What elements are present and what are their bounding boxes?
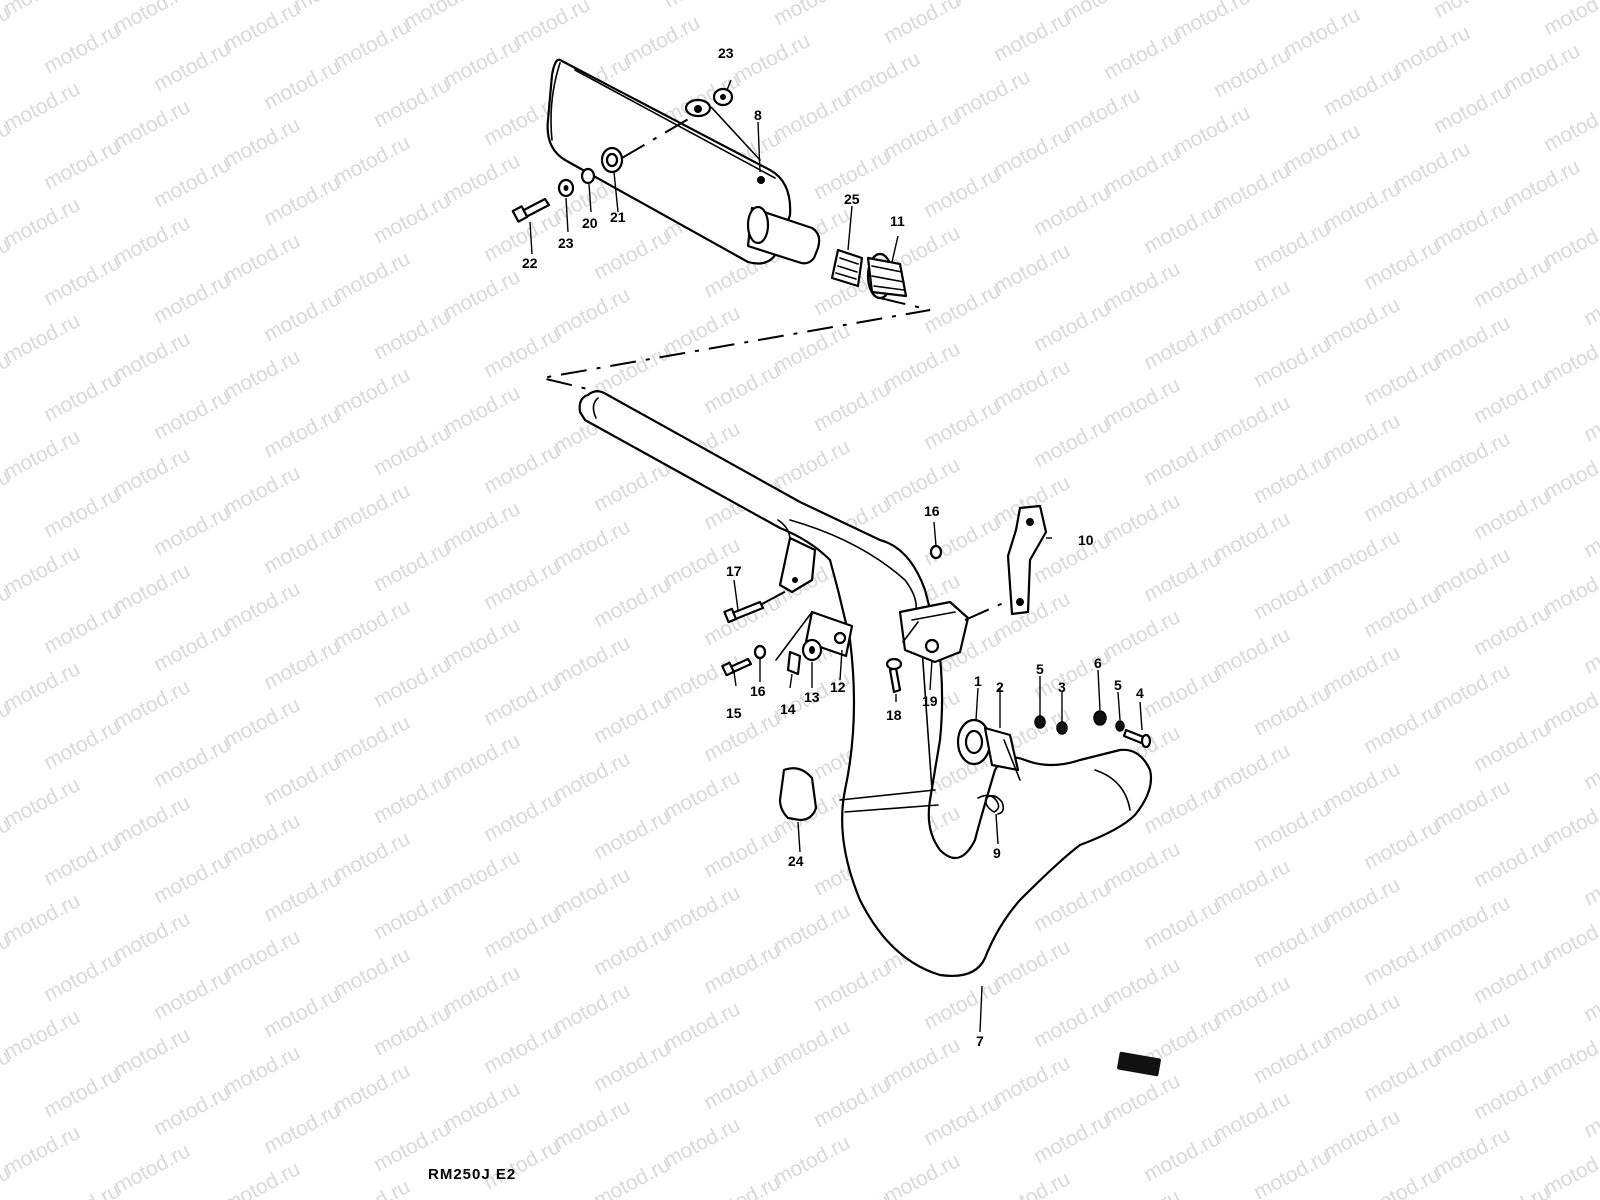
bolt-4 (1122, 728, 1152, 749)
callout-23a: 23 (718, 45, 734, 61)
callout-24: 24 (788, 853, 804, 869)
callout-17: 17 (726, 563, 742, 579)
collar-13 (801, 638, 823, 662)
nut-3 (1056, 721, 1068, 735)
washer-6 (1093, 710, 1107, 726)
callout-3: 3 (1058, 679, 1066, 695)
leader-lines (529, 79, 1143, 1033)
callout-16b: 16 (924, 503, 940, 519)
callout-5b: 5 (1114, 677, 1122, 693)
callout-6: 6 (1094, 655, 1102, 671)
callout-21: 21 (610, 209, 626, 225)
callout-11: 11 (890, 213, 905, 229)
callout-2: 2 (996, 679, 1004, 695)
washer-16-upper (929, 544, 943, 560)
bolt-22 (511, 197, 551, 223)
callout-10: 10 (1078, 532, 1094, 548)
callout-4: 4 (1136, 685, 1144, 701)
collar-20 (580, 167, 596, 185)
washer-5-left (1034, 715, 1046, 729)
mount-bracket-10 (964, 504, 1048, 621)
silencer (546, 58, 821, 265)
washer-16-left (753, 644, 767, 660)
callout-14: 14 (780, 701, 796, 717)
callout-1: 1 (974, 673, 982, 689)
spring-9 (977, 794, 1005, 815)
exhaust-gasket-1 (956, 718, 992, 766)
callout-19: 19 (922, 693, 938, 709)
callout-25: 25 (844, 191, 860, 207)
chamber-front-mount (898, 600, 970, 664)
bolt-17 (723, 587, 793, 624)
callout-5a: 5 (1036, 661, 1044, 677)
callout-12: 12 (830, 679, 846, 695)
bolt-15 (721, 657, 753, 677)
washer-5-right (1115, 720, 1125, 732)
grommet-14 (786, 650, 802, 676)
seal-ring-2 (983, 726, 1021, 781)
washer-23-lower (557, 178, 575, 198)
joint-spring-11 (866, 252, 908, 300)
callout-18: 18 (886, 707, 902, 723)
callout-8: 8 (754, 107, 762, 123)
chamber-bracket (777, 519, 817, 594)
rubber-cover-24 (778, 767, 818, 822)
callout-13: 13 (804, 689, 820, 705)
callout-labels: 1 2 3 4 5 5 6 7 8 9 10 11 12 13 14 15 16… (522, 45, 1144, 1049)
callout-7: 7 (976, 1033, 984, 1049)
callout-9: 9 (993, 845, 1001, 861)
callout-20: 20 (582, 215, 598, 231)
callout-16a: 16 (750, 683, 766, 699)
callout-23b: 23 (558, 235, 574, 251)
bracket-lead-line (775, 611, 813, 661)
washer-23-upper (712, 87, 734, 107)
callout-22: 22 (522, 255, 538, 271)
silencer-mount-grommet (600, 117, 691, 174)
callout-15: 15 (726, 705, 742, 721)
clamp-25 (830, 248, 864, 288)
assembly-guide-line (541, 297, 931, 393)
bolt-18 (885, 621, 919, 694)
model-code: RM250J E2 (428, 1166, 517, 1183)
